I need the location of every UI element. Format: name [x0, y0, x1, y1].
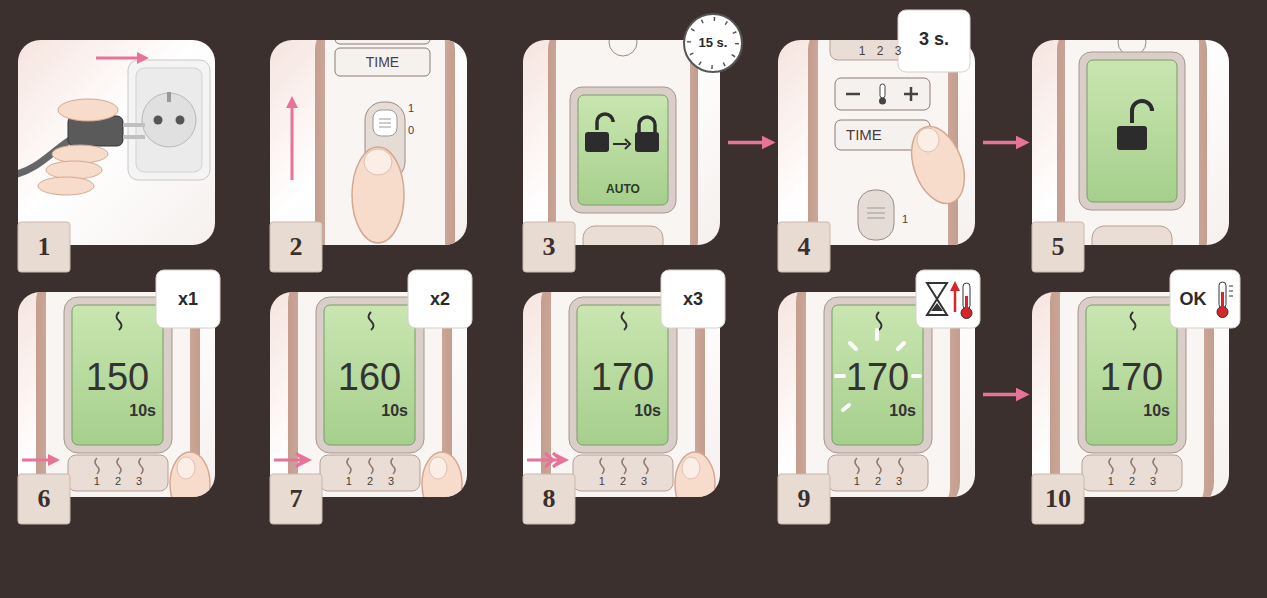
switch-illustration	[292, 40, 455, 245]
badge-text: x3	[661, 288, 725, 310]
press-count-badge: x2	[408, 270, 472, 328]
step-number: 4	[778, 222, 830, 272]
screen-value: 170	[577, 355, 668, 399]
screen-time: 10s	[577, 401, 661, 421]
screen-time: 10s	[324, 401, 408, 421]
badge-text: 3 s.	[898, 28, 970, 50]
press-count-badge: x1	[156, 270, 220, 328]
lcd-screen: AUTO	[578, 95, 668, 205]
step-panel: 817010sx3	[523, 292, 720, 497]
step-number: 7	[270, 474, 322, 524]
step-panel: 2	[270, 40, 467, 245]
screen-value: 170	[1086, 355, 1177, 399]
step-number: 3	[523, 222, 575, 272]
step-panel: 917010s	[778, 292, 975, 497]
badge-text: x2	[408, 288, 472, 310]
lcd-screen: 17010s	[577, 305, 668, 445]
screen-time: 10s	[832, 401, 916, 421]
press-count-badge: x3	[661, 270, 725, 328]
step-number: 10	[1032, 474, 1084, 524]
button-label: TIME	[335, 53, 430, 71]
step-number: 5	[1032, 222, 1084, 272]
button-label: 1 2 3	[70, 475, 166, 488]
screen-value: 150	[72, 355, 163, 399]
timer-badge: 15 s.	[684, 14, 742, 72]
badges	[156, 10, 1240, 328]
button-label: TIME	[846, 126, 912, 144]
lcd-screen: 15010s	[72, 305, 163, 445]
step-number: 9	[778, 474, 830, 524]
button-label: 1	[898, 213, 912, 226]
step-tabs	[18, 222, 1084, 524]
step-arrow	[728, 141, 770, 145]
lcd-screen: 17010s	[832, 305, 923, 445]
button-label: 1 2 3	[322, 475, 418, 488]
screen-value: 160	[324, 355, 415, 399]
step-arrow	[983, 141, 1024, 145]
step-number: 2	[270, 222, 322, 272]
button-label: 1 2 3	[830, 475, 926, 488]
step-panel: 1017010sOK	[1032, 292, 1229, 497]
step-panel: 615010sx1	[18, 292, 215, 497]
screen-time: 10s	[1086, 401, 1170, 421]
badge-text: x1	[156, 288, 220, 310]
step-number: 6	[18, 474, 70, 524]
step-panel: 1	[18, 40, 215, 245]
lcd-screen: 16010s	[324, 305, 415, 445]
step-arrow	[983, 393, 1024, 397]
step-number: 1	[18, 222, 70, 272]
button-label: 1 2 3	[575, 475, 671, 488]
screen-text: AUTO	[578, 181, 668, 197]
button-label: 1 2 3	[1084, 475, 1180, 488]
autolock-illustration	[548, 40, 698, 245]
ready-badge: OK	[1170, 270, 1240, 328]
switch-mark: 0	[404, 124, 418, 137]
step-panel: 3AUTO15 s.	[523, 40, 720, 245]
screen-value: 170	[832, 355, 923, 399]
screen-time: 10s	[72, 401, 156, 421]
step-panel: 716010sx2	[270, 292, 467, 497]
switch-mark: 1	[404, 102, 418, 115]
button-label: 1 2 3	[840, 44, 920, 58]
badge-text: OK	[1174, 288, 1212, 310]
plug-illustration	[18, 58, 210, 195]
duration-badge: 3 s.	[898, 10, 970, 72]
step-panel: 5	[1032, 40, 1229, 245]
step-number: 8	[523, 474, 575, 524]
badge-text: 15 s.	[684, 35, 742, 51]
lcd-screen: 17010s	[1086, 305, 1177, 445]
unlocked-illustration	[1057, 40, 1207, 245]
